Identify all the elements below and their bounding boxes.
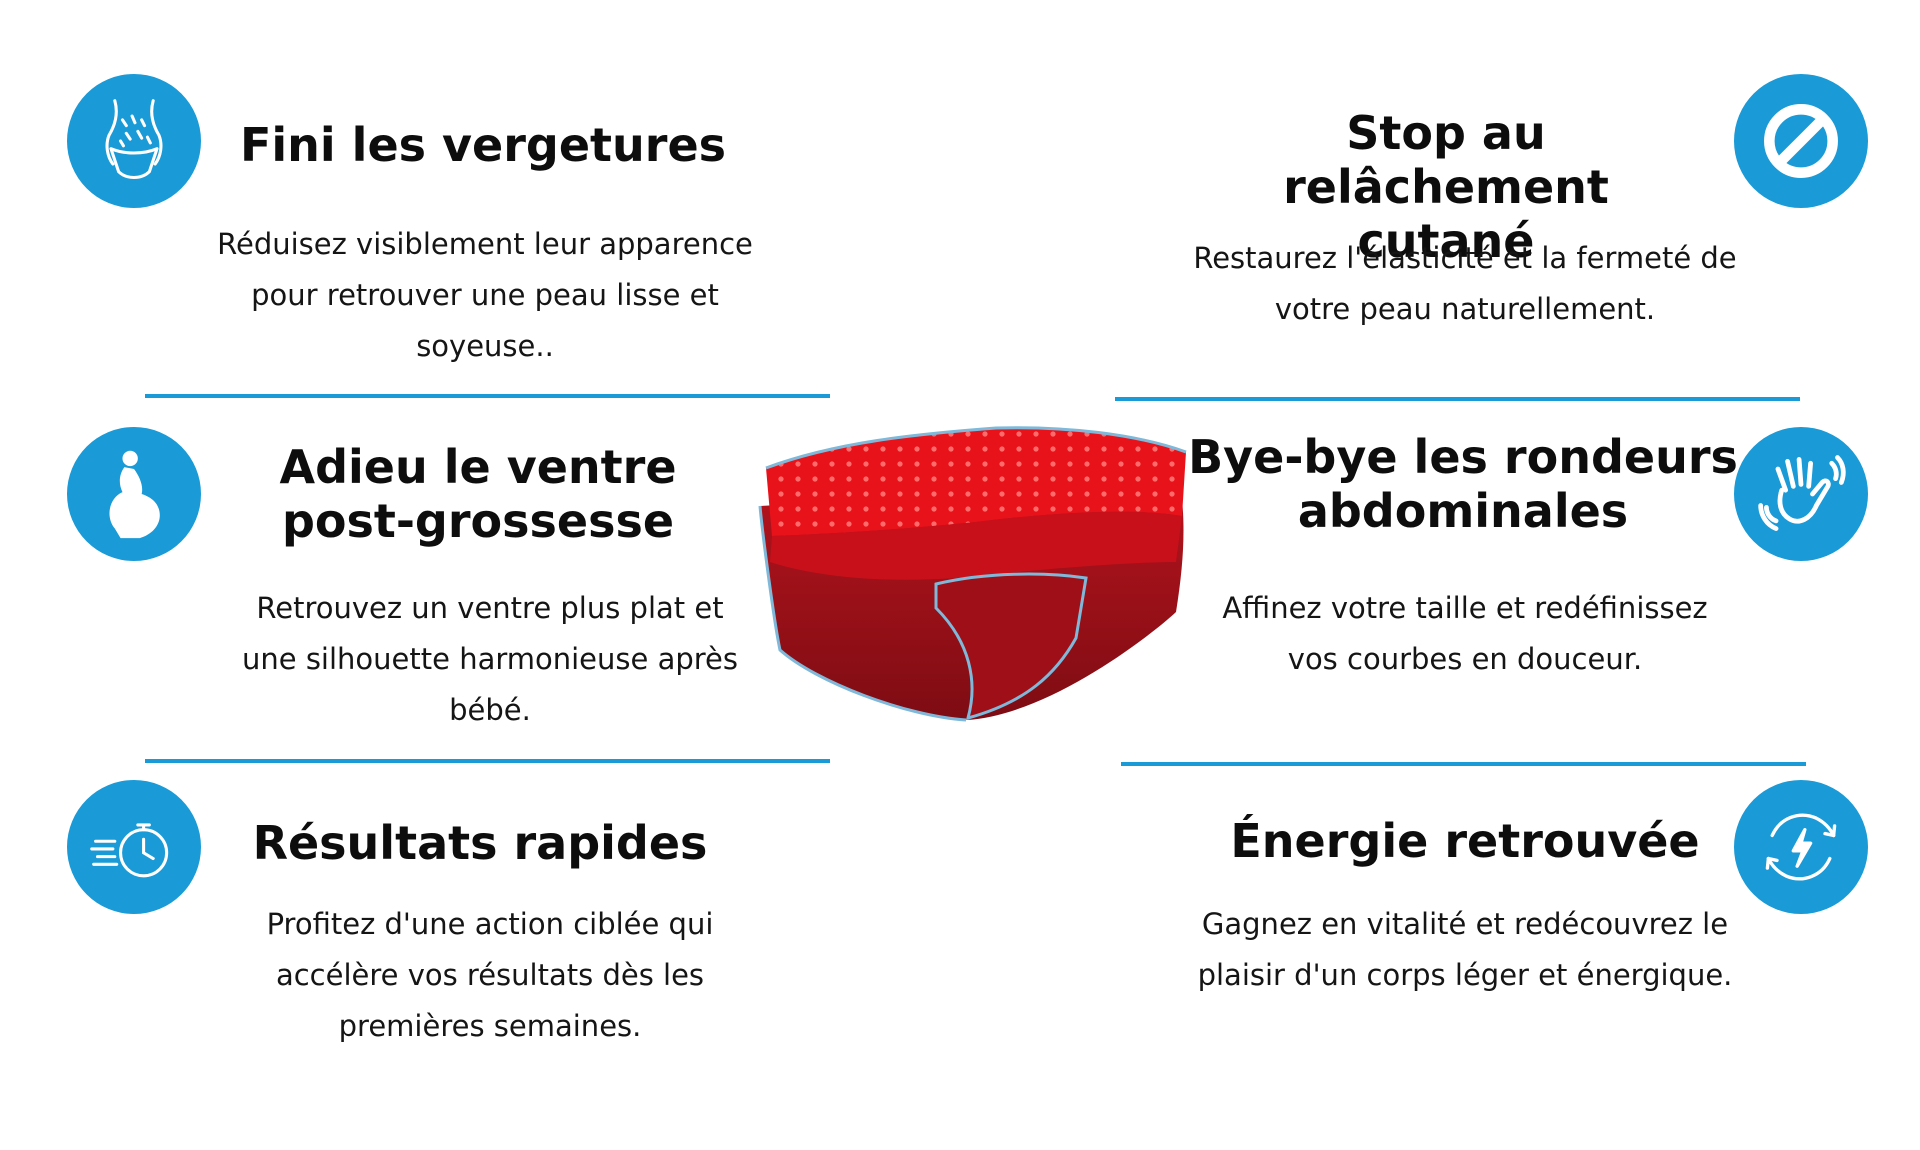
fast-results-line-3: premières semaines. bbox=[338, 1009, 642, 1043]
red-light-therapy-belt bbox=[758, 426, 1187, 722]
sagging-skin-title-line-2: cutané bbox=[1357, 214, 1535, 268]
stretch-marks-line-1: Réduisez visiblement leur apparence bbox=[217, 227, 753, 261]
sagging-skin-line-1: Restaurez l'élasticité et la fermeté de bbox=[1193, 241, 1737, 275]
sagging-skin-title: Stop au relâchement cutané bbox=[1176, 106, 1716, 268]
divider-right-bottom bbox=[1121, 762, 1806, 766]
abdominal-curves-title: Bye-bye les rondeurs abdominales bbox=[1178, 430, 1748, 538]
belly-stretch-marks-icon bbox=[105, 99, 163, 180]
post-pregnancy-title-line-2: post-grossesse bbox=[281, 494, 675, 548]
divider-left-bottom bbox=[145, 759, 830, 763]
stretch-marks-title: Fini les vergetures bbox=[239, 118, 727, 172]
sagging-skin-description: Restaurez l'élasticité et la fermeté de … bbox=[1145, 233, 1785, 335]
energy-feature-icon bbox=[1734, 780, 1868, 914]
waving-hand-icon bbox=[1758, 455, 1846, 531]
energy-title: Énergie retrouvée bbox=[1230, 814, 1700, 868]
post-pregnancy-title-line-1: Adieu le ventre bbox=[279, 440, 677, 494]
prohibition-icon bbox=[1764, 104, 1838, 178]
stretch-marks-line-3: soyeuse.. bbox=[416, 329, 554, 363]
fast-results-description: Profitez d'une action ciblée qui accélèr… bbox=[200, 899, 780, 1052]
stretch-marks-line-2: pour retrouver une peau lisse et bbox=[251, 278, 719, 312]
abdominal-curves-description: Affinez votre taille et redéfinissez vos… bbox=[1170, 583, 1760, 685]
abdominal-curves-title-line-1: Bye-bye les rondeurs bbox=[1188, 430, 1738, 484]
abdominal-curves-feature-icon bbox=[1734, 427, 1868, 561]
fast-results-line-1: Profitez d'une action ciblée qui bbox=[266, 907, 714, 941]
abdominal-curves-title-line-2: abdominales bbox=[1297, 484, 1629, 538]
sagging-skin-title-line-1: Stop au relâchement bbox=[1283, 106, 1609, 214]
post-pregnancy-title: Adieu le ventre post-grossesse bbox=[240, 440, 716, 548]
sagging-skin-feature-icon bbox=[1734, 74, 1868, 208]
fast-results-feature-icon bbox=[67, 780, 201, 914]
energy-line-1: Gagnez en vitalité et redécouvrez le bbox=[1201, 907, 1729, 941]
fast-results-title: Résultats rapides bbox=[252, 816, 708, 870]
post-pregnancy-line-1: Retrouvez un ventre plus plat et bbox=[256, 591, 724, 625]
energy-line-2: plaisir d'un corps léger et énergique. bbox=[1197, 958, 1733, 992]
sagging-skin-line-2: votre peau naturellement. bbox=[1274, 292, 1656, 326]
divider-right-top bbox=[1115, 397, 1800, 401]
divider-left-top bbox=[145, 394, 830, 398]
stopwatch-icon bbox=[90, 823, 169, 878]
post-pregnancy-line-2: une silhouette harmonieuse après bbox=[242, 642, 738, 676]
stretch-marks-feature-icon bbox=[67, 74, 201, 208]
energy-description: Gagnez en vitalité et redécouvrez le pla… bbox=[1140, 899, 1790, 1001]
post-pregnancy-description: Retrouvez un ventre plus plat et une sil… bbox=[196, 583, 784, 736]
energy-bolt-icon bbox=[1765, 813, 1837, 881]
stretch-marks-description: Réduisez visiblement leur apparence pour… bbox=[170, 219, 800, 372]
fast-results-line-2: accélère vos résultats dès les bbox=[275, 958, 705, 992]
abdominal-curves-line-2: vos courbes en douceur. bbox=[1287, 642, 1643, 676]
abdominal-curves-line-1: Affinez votre taille et redéfinissez bbox=[1222, 591, 1708, 625]
pregnant-woman-icon bbox=[109, 450, 160, 539]
post-pregnancy-feature-icon bbox=[67, 427, 201, 561]
post-pregnancy-line-3: bébé. bbox=[449, 693, 531, 727]
